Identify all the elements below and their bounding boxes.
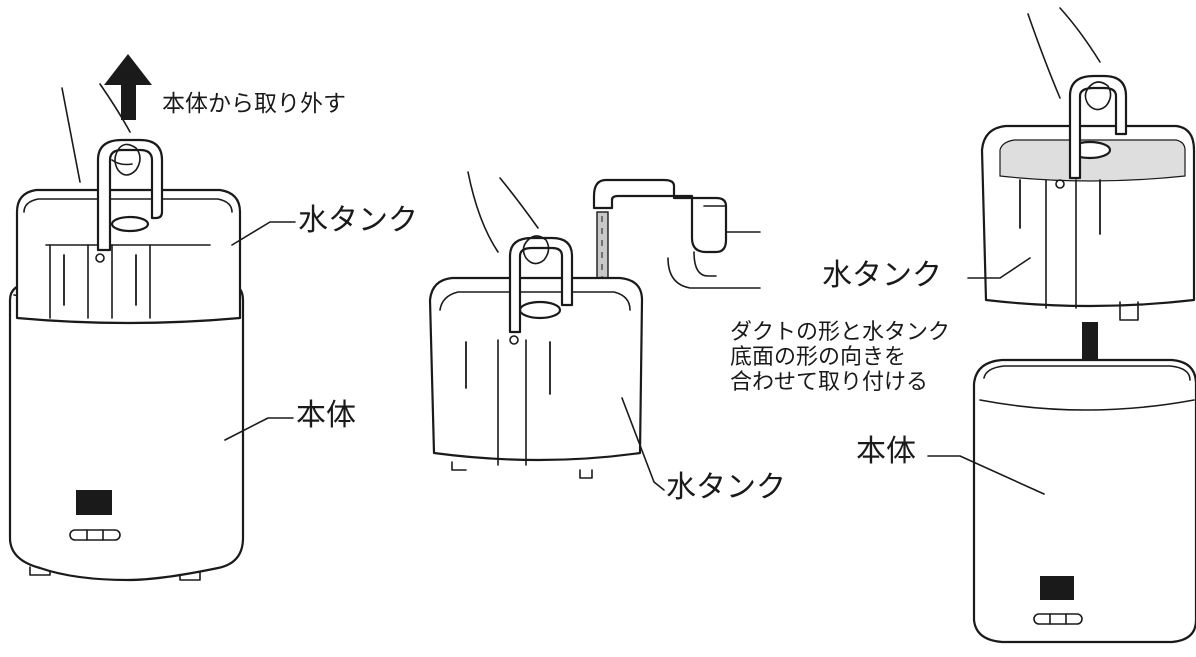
- water-tank-3: [980, 74, 1196, 321]
- display-panel: [76, 490, 112, 515]
- water-tank-label-2: 水タンク: [666, 470, 786, 505]
- step1-illustration: [8, 54, 296, 582]
- control-buttons: [69, 529, 121, 541]
- hand-3: [1027, 7, 1112, 111]
- step2-illustration: [428, 171, 761, 491]
- water-tank-label-1: 水タンク: [298, 203, 418, 238]
- water-tank-label-3: 水タンク: [822, 258, 942, 293]
- attach-instruction-text: ダクトの形と水タンク 底面の形の向きを 合わせて取り付ける: [730, 320, 951, 395]
- body-leader-line-1: [224, 417, 294, 441]
- tank-leader-line-2: [621, 397, 665, 491]
- remove-from-body-label: 本体から取り外す: [162, 91, 346, 117]
- hand-1: [61, 83, 141, 183]
- body-label-1: 本体: [296, 398, 356, 433]
- tank-leader-line-1: [231, 221, 296, 246]
- control-buttons: [1033, 613, 1083, 625]
- body-leader-line-3: [927, 455, 1045, 495]
- water-tank-1: [15, 138, 242, 325]
- tank-leader-line-3: [967, 257, 1031, 279]
- water-tank-2: [428, 236, 644, 479]
- humidifier-body-1: [8, 281, 245, 582]
- up-arrow-icon: [104, 54, 152, 120]
- body-label-3: 本体: [856, 434, 916, 469]
- faucet: [592, 178, 761, 289]
- step3-illustration: [927, 7, 1196, 644]
- humidifier-body-3: [972, 358, 1196, 644]
- display-panel: [1040, 576, 1074, 600]
- hand-2: [467, 171, 550, 265]
